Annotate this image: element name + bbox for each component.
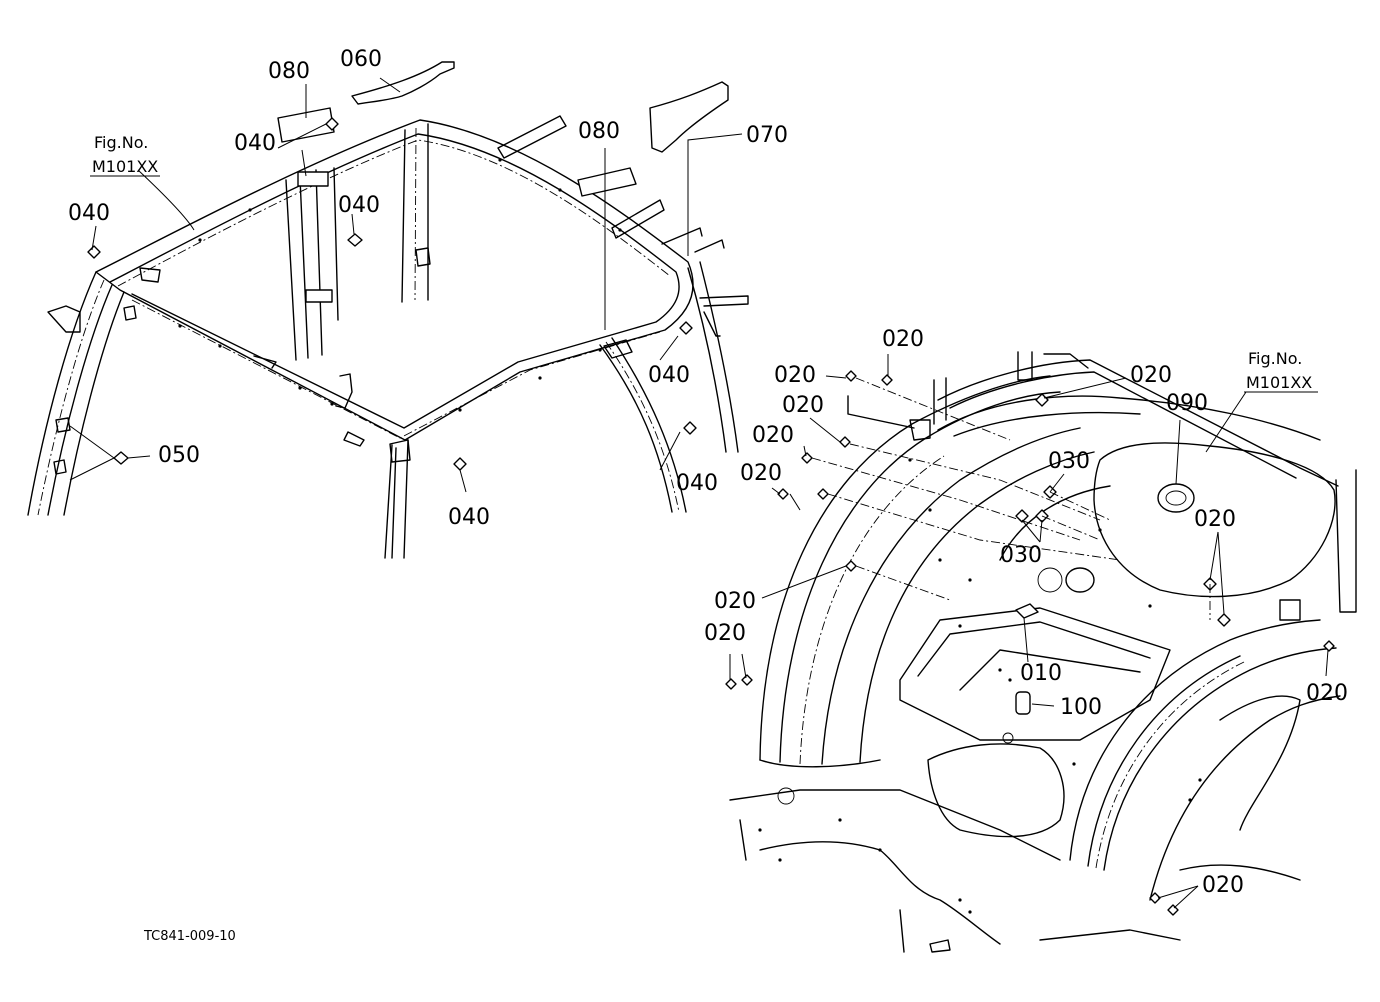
callout-label: 040 [648,363,690,388]
callout-label: 040 [234,131,276,156]
callout-label: 100 [1060,695,1102,720]
callout-label: 020 [714,589,756,614]
seal-040-d [679,321,693,335]
seal-040-e [683,421,697,435]
callout-label: 050 [158,443,200,468]
seal-040-f [453,457,467,471]
grommet-090 [1157,483,1195,513]
callout-label: 020 [774,363,816,388]
callout-label: 010 [1020,661,1062,686]
cover-060 [351,61,455,105]
callout-label: 020 [704,621,746,646]
hole-ring [1065,567,1095,593]
loose-parts-left [87,61,729,471]
callout-label: 090 [1166,391,1208,416]
fig-ref-left-line2: M101XX [92,157,158,176]
pad-080-right [577,167,637,197]
callout-label: 070 [746,123,788,148]
cab-rear-assembly [725,351,1357,953]
callout-label: 040 [448,505,490,530]
callout-label: 030 [1000,543,1042,568]
callout-label: 020 [882,327,924,352]
callout-label: 020 [740,461,782,486]
roof-frame-assembly [27,115,749,559]
fig-ref-left-line1: Fig.No. [94,133,148,152]
callout-label: 040 [338,193,380,218]
callout-label: 020 [782,393,824,418]
seal-040-a [325,117,339,131]
callout-label: 020 [1202,873,1244,898]
right-frame-holes [758,458,1202,914]
callout-label: 030 [1048,449,1090,474]
fig-ref-right-line2: M101XX [1246,373,1312,392]
callout-label: 020 [1194,507,1236,532]
callout-label: 040 [676,471,718,496]
callout-label: 080 [268,59,310,84]
callout-labels: 080 060 040 080 070 040 040 040 050 040 … [68,47,1348,898]
drawing-code: TC841-009-10 [143,929,236,944]
fig-ref-left: Fig.No. M101XX [90,133,160,177]
clip-100 [1015,691,1031,715]
pad-080-left [277,107,335,143]
callout-label: 020 [1130,363,1172,388]
callout-label: 020 [1306,681,1348,706]
fig-ref-right: Fig.No. M101XX [1244,349,1318,393]
seal-040-b [87,245,101,259]
left-frame-holes [178,158,622,412]
callout-label: 020 [752,423,794,448]
seal-050 [113,451,129,465]
fig-ref-right-line1: Fig.No. [1248,349,1302,368]
callout-label: 060 [340,47,382,72]
callout-label: 040 [68,201,110,226]
leaders-right [729,354,1329,909]
callout-label: 080 [578,119,620,144]
leaders-left [69,77,743,493]
seal-040-c [347,233,363,247]
cover-070 [649,81,729,153]
cover-010 [1015,603,1039,619]
